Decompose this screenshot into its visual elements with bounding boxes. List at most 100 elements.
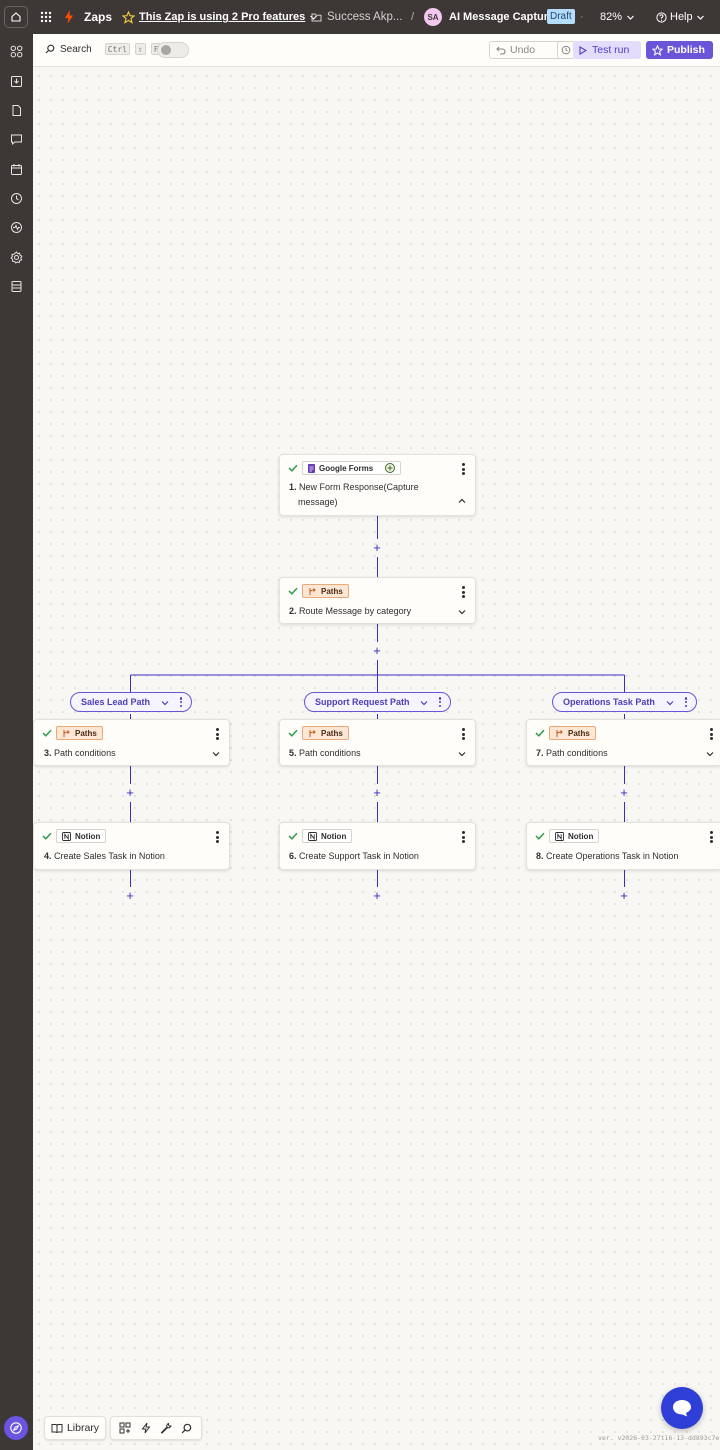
chat-icon (673, 1400, 691, 1417)
chevron-down-icon[interactable] (161, 699, 169, 707)
step-title: 1. New Form Response(Capture message) (289, 480, 419, 510)
notion-icon (308, 831, 317, 841)
add-step-button[interactable]: + (373, 785, 381, 800)
sidebar-item-activity[interactable] (9, 220, 24, 235)
step-card-operations-conditions[interactable]: Paths 7. Path conditions (526, 719, 720, 766)
breadcrumb-separator: / (411, 11, 415, 23)
step-menu-button[interactable] (215, 831, 219, 843)
path-pill-support[interactable]: Support Request Path (304, 692, 451, 712)
sidebar-item-history[interactable] (9, 191, 24, 206)
chat-support-button[interactable] (661, 1387, 703, 1429)
shortcut-key-shift: ⇧ (134, 43, 146, 55)
step-title: 7. Path conditions (536, 746, 608, 761)
step-title: 2. Route Message by category (289, 604, 411, 619)
add-step-button[interactable]: + (620, 785, 628, 800)
add-step-button[interactable]: + (373, 643, 381, 658)
plus-circle-icon[interactable] (385, 463, 396, 473)
actions-button[interactable] (139, 1421, 153, 1435)
step-number: 5. (289, 748, 297, 758)
folder-breadcrumb[interactable]: Success Akp... (311, 0, 402, 34)
left-sidebar (0, 34, 33, 1450)
add-step-button[interactable]: + (126, 888, 134, 903)
sidebar-item-import[interactable] (9, 74, 24, 89)
add-step-button[interactable]: + (373, 888, 381, 903)
step-card-router[interactable]: Paths 2. Route Message by category (279, 577, 476, 624)
sidebar-item-calendar[interactable] (9, 162, 24, 177)
chevron-down-icon[interactable] (458, 608, 466, 616)
path-pill-operations[interactable]: Operations Task Path (552, 692, 697, 712)
add-step-button[interactable]: + (373, 540, 381, 555)
home-button[interactable] (4, 6, 28, 28)
search-icon (181, 1423, 192, 1433)
add-step-button[interactable]: + (126, 785, 134, 800)
step-title-line1: New Form Response(Capture (299, 482, 419, 492)
check-icon (288, 832, 298, 840)
chevron-down-icon[interactable] (666, 699, 674, 707)
zoom-dropdown[interactable]: 82% (600, 0, 635, 34)
app-switcher-button[interactable] (40, 0, 52, 34)
step-card-operations-notion[interactable]: Notion 8. Create Operations Task in Noti… (526, 822, 720, 870)
chevron-down-icon[interactable] (212, 750, 220, 758)
step-menu-button[interactable] (461, 463, 465, 475)
test-run-label: Test run (592, 44, 630, 56)
google-forms-icon (308, 463, 315, 473)
step-menu-button[interactable] (461, 831, 465, 843)
layout-button[interactable] (118, 1421, 132, 1435)
view-toggle[interactable] (157, 42, 189, 58)
copilot-button[interactable] (4, 1416, 28, 1440)
app-badge: Notion (302, 829, 353, 843)
path-label: Operations Task Path (563, 697, 655, 707)
compass-icon (10, 1422, 22, 1434)
sidebar-item-settings[interactable] (9, 250, 24, 265)
undo-button[interactable]: Undo (489, 41, 575, 59)
sidebar-item-chat[interactable] (9, 132, 24, 147)
sidebar-item-document[interactable] (9, 103, 24, 118)
help-dropdown[interactable]: Help (656, 0, 705, 34)
search-button[interactable]: Search Ctrl ⇧ F (45, 43, 162, 55)
add-step-button[interactable]: + (620, 888, 628, 903)
step-card-support-conditions[interactable]: Paths 5. Path conditions (279, 719, 476, 766)
app-badge: Google Forms (302, 461, 402, 475)
publish-button[interactable]: Publish (646, 41, 713, 59)
step-menu-button[interactable] (709, 728, 713, 740)
app-badge: Notion (549, 829, 600, 843)
path-pill-sales[interactable]: Sales Lead Path (70, 692, 192, 712)
check-icon (42, 832, 52, 840)
step-title: 6. Create Support Task in Notion (289, 849, 419, 864)
zaps-link[interactable]: Zaps (84, 10, 113, 24)
step-menu-button[interactable] (215, 728, 219, 740)
step-menu-button[interactable] (461, 586, 465, 598)
step-card-sales-notion[interactable]: Notion 4. Create Sales Task in Notion (33, 822, 230, 870)
tools-button[interactable] (159, 1421, 173, 1435)
sidebar-item-apps[interactable] (9, 44, 24, 59)
library-label: Library (66, 1422, 100, 1434)
step-card-sales-conditions[interactable]: Paths 3. Path conditions (33, 719, 230, 766)
apps-icon (10, 45, 23, 58)
sidebar-item-archive[interactable] (9, 279, 24, 294)
step-number: 4. (44, 851, 52, 861)
step-number: 6. (289, 851, 297, 861)
step-card-trigger[interactable]: Google Forms 1. New Form Response(Captur… (279, 454, 476, 516)
pro-features-dropdown[interactable]: This Zap is using 2 Pro features (122, 0, 318, 34)
zap-name[interactable]: AI Message Capture (449, 11, 555, 23)
chevron-up-icon[interactable] (458, 497, 466, 505)
grid-icon (40, 11, 52, 23)
paths-icon (309, 587, 316, 595)
step-menu-button[interactable] (709, 831, 713, 843)
library-button[interactable]: Library (44, 1416, 106, 1440)
step-title-text: Create Operations Task in Notion (546, 851, 679, 861)
step-menu-button[interactable] (461, 728, 465, 740)
test-run-button[interactable]: Test run (573, 41, 641, 59)
path-menu-button[interactable] (438, 697, 442, 707)
avatar[interactable]: SA (424, 8, 442, 26)
document-icon (12, 105, 21, 116)
path-menu-button[interactable] (179, 697, 183, 707)
path-menu-button[interactable] (684, 697, 688, 707)
find-button[interactable] (180, 1421, 194, 1435)
chevron-down-icon[interactable] (706, 750, 714, 758)
chevron-down-icon[interactable] (420, 699, 428, 707)
search-label: Search (60, 43, 92, 55)
chevron-down-icon[interactable] (458, 750, 466, 758)
step-title-text: Route Message by category (299, 606, 412, 616)
step-card-support-notion[interactable]: Notion 6. Create Support Task in Notion (279, 822, 476, 870)
